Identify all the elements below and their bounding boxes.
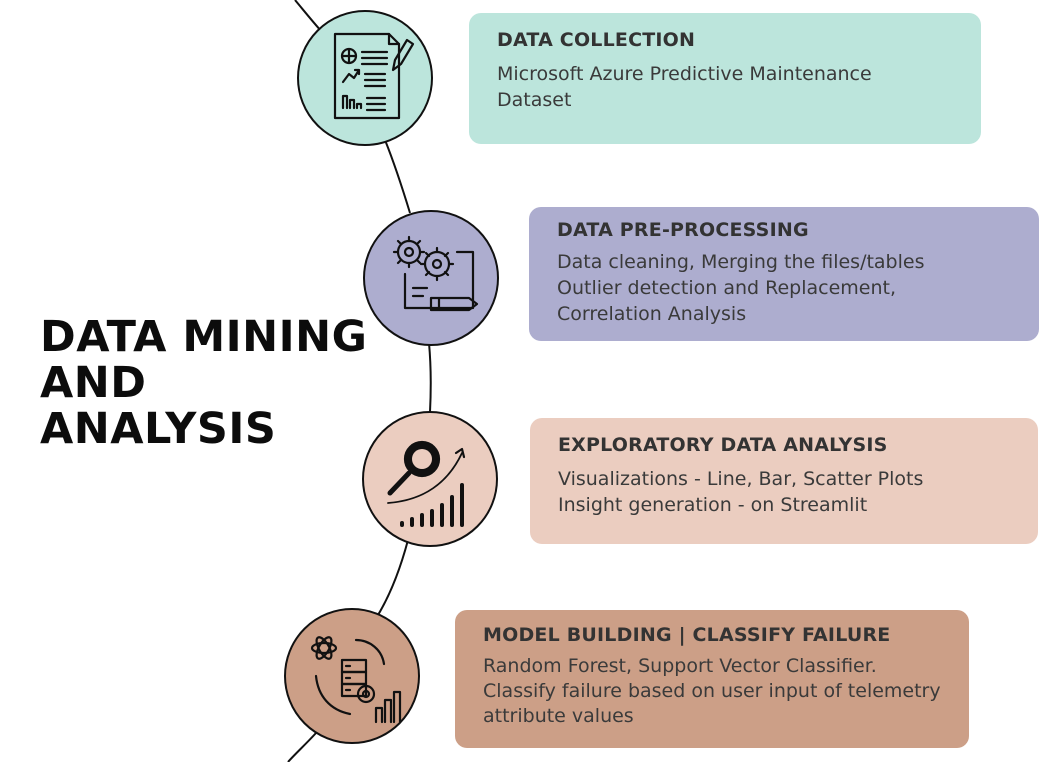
gears-pencil-icon [392, 235, 479, 312]
document-chart-icon [333, 32, 415, 120]
model-building-node [284, 608, 420, 744]
data-collection-node [297, 10, 433, 146]
card-title: MODEL BUILDING | CLASSIFY FAILURE [483, 624, 891, 646]
data-collection-card: DATA COLLECTION Microsoft Azure Predicti… [469, 13, 981, 144]
title-line-3: ANALYSIS [40, 404, 277, 454]
card-description: Data cleaning, Merging the files/tables … [557, 249, 1011, 327]
card-description: Random Forest, Support Vector Classifier… [483, 654, 941, 729]
data-preprocessing-card: DATA PRE-PROCESSING Data cleaning, Mergi… [529, 207, 1039, 341]
card-description: Microsoft Azure Predictive Maintenance D… [497, 61, 953, 113]
page-title: DATA MINING AND ANALYSIS [40, 314, 367, 452]
card-line: Insight generation - on Streamlit [558, 494, 868, 516]
model-server-icon [310, 636, 402, 724]
eda-node [362, 411, 498, 547]
card-line: Visualizations - Line, Bar, Scatter Plot… [558, 468, 924, 490]
data-preprocessing-node [363, 210, 499, 346]
card-line: Random Forest, Support Vector Classifier… [483, 655, 877, 677]
card-line: Dataset [497, 89, 572, 111]
card-line: attribute values [483, 705, 634, 727]
card-title: EXPLORATORY DATA ANALYSIS [558, 434, 888, 456]
card-line: Data cleaning, Merging the files/tables [557, 251, 925, 273]
card-title: DATA COLLECTION [497, 29, 696, 51]
card-line: Correlation Analysis [557, 303, 747, 325]
eda-card: EXPLORATORY DATA ANALYSIS Visualizations… [530, 418, 1038, 544]
model-building-card: MODEL BUILDING | CLASSIFY FAILURE Random… [455, 610, 969, 748]
card-line: Outlier detection and Replacement, [557, 277, 896, 299]
card-line: Classify failure based on user input of … [483, 680, 941, 702]
card-title: DATA PRE-PROCESSING [557, 219, 809, 241]
title-line-2: AND [40, 358, 147, 408]
magnifier-chart-icon [387, 440, 466, 527]
card-line: Microsoft Azure Predictive Maintenance [497, 63, 872, 85]
title-line-1: DATA MINING [40, 312, 368, 362]
card-description: Visualizations - Line, Bar, Scatter Plot… [558, 466, 1010, 518]
